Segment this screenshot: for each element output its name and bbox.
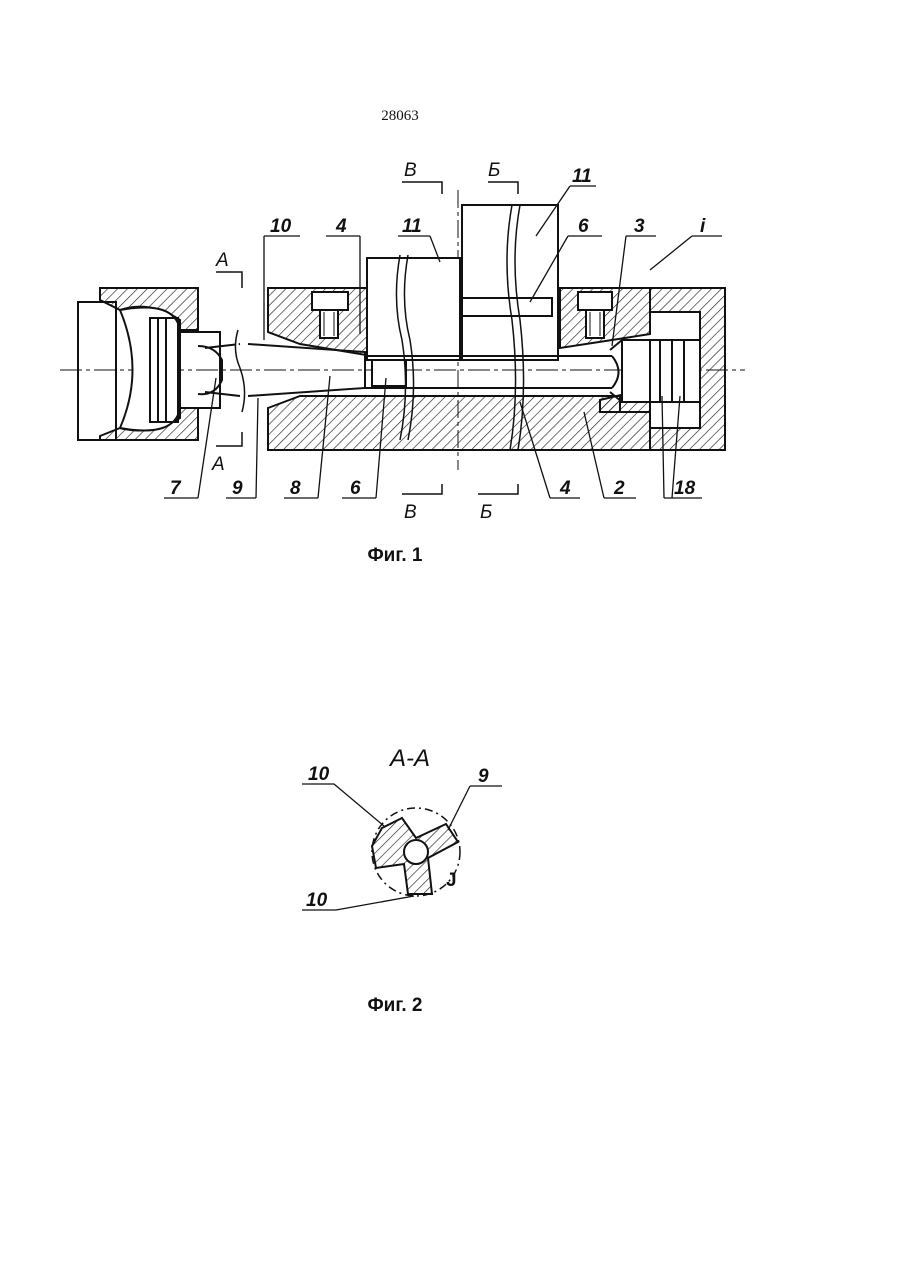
fig2-caption: Фиг. 2 bbox=[0, 995, 845, 1017]
fig2-label-10-top: 10 bbox=[308, 764, 330, 785]
section-mark-a-top: А bbox=[215, 250, 229, 271]
fig2-label-j: J bbox=[446, 870, 457, 891]
section-mark-v-top: В bbox=[404, 160, 417, 181]
fig2-drawing bbox=[302, 784, 502, 910]
label-9: 9 bbox=[232, 478, 243, 499]
left-shaft bbox=[78, 302, 116, 440]
section-mark-v-bottom: В bbox=[404, 502, 417, 523]
section-mark-a-bottom: А bbox=[211, 454, 225, 475]
label-8: 8 bbox=[290, 478, 301, 499]
section-mark-b-top: Б bbox=[488, 160, 500, 181]
fig2-label-9: 9 bbox=[478, 766, 489, 787]
section-mark-b-bottom: Б bbox=[480, 502, 492, 523]
fig1-caption: Фиг. 1 bbox=[0, 545, 845, 567]
label-i: i bbox=[700, 216, 706, 237]
label-18: 18 bbox=[674, 478, 696, 499]
label-3: 3 bbox=[634, 216, 645, 237]
label-11-right: 11 bbox=[572, 166, 592, 187]
label-6-bottom: 6 bbox=[350, 478, 361, 499]
label-7: 7 bbox=[170, 478, 182, 499]
label-4-top: 4 bbox=[335, 216, 347, 237]
label-11-left: 11 bbox=[402, 216, 422, 237]
label-6-top: 6 bbox=[578, 216, 589, 237]
fig2-label-10-bottom: 10 bbox=[306, 890, 328, 911]
label-10: 10 bbox=[270, 216, 292, 237]
label-2: 2 bbox=[613, 478, 625, 499]
label-4-bottom: 4 bbox=[559, 478, 571, 499]
fig2-section-title: А-А bbox=[388, 745, 430, 772]
